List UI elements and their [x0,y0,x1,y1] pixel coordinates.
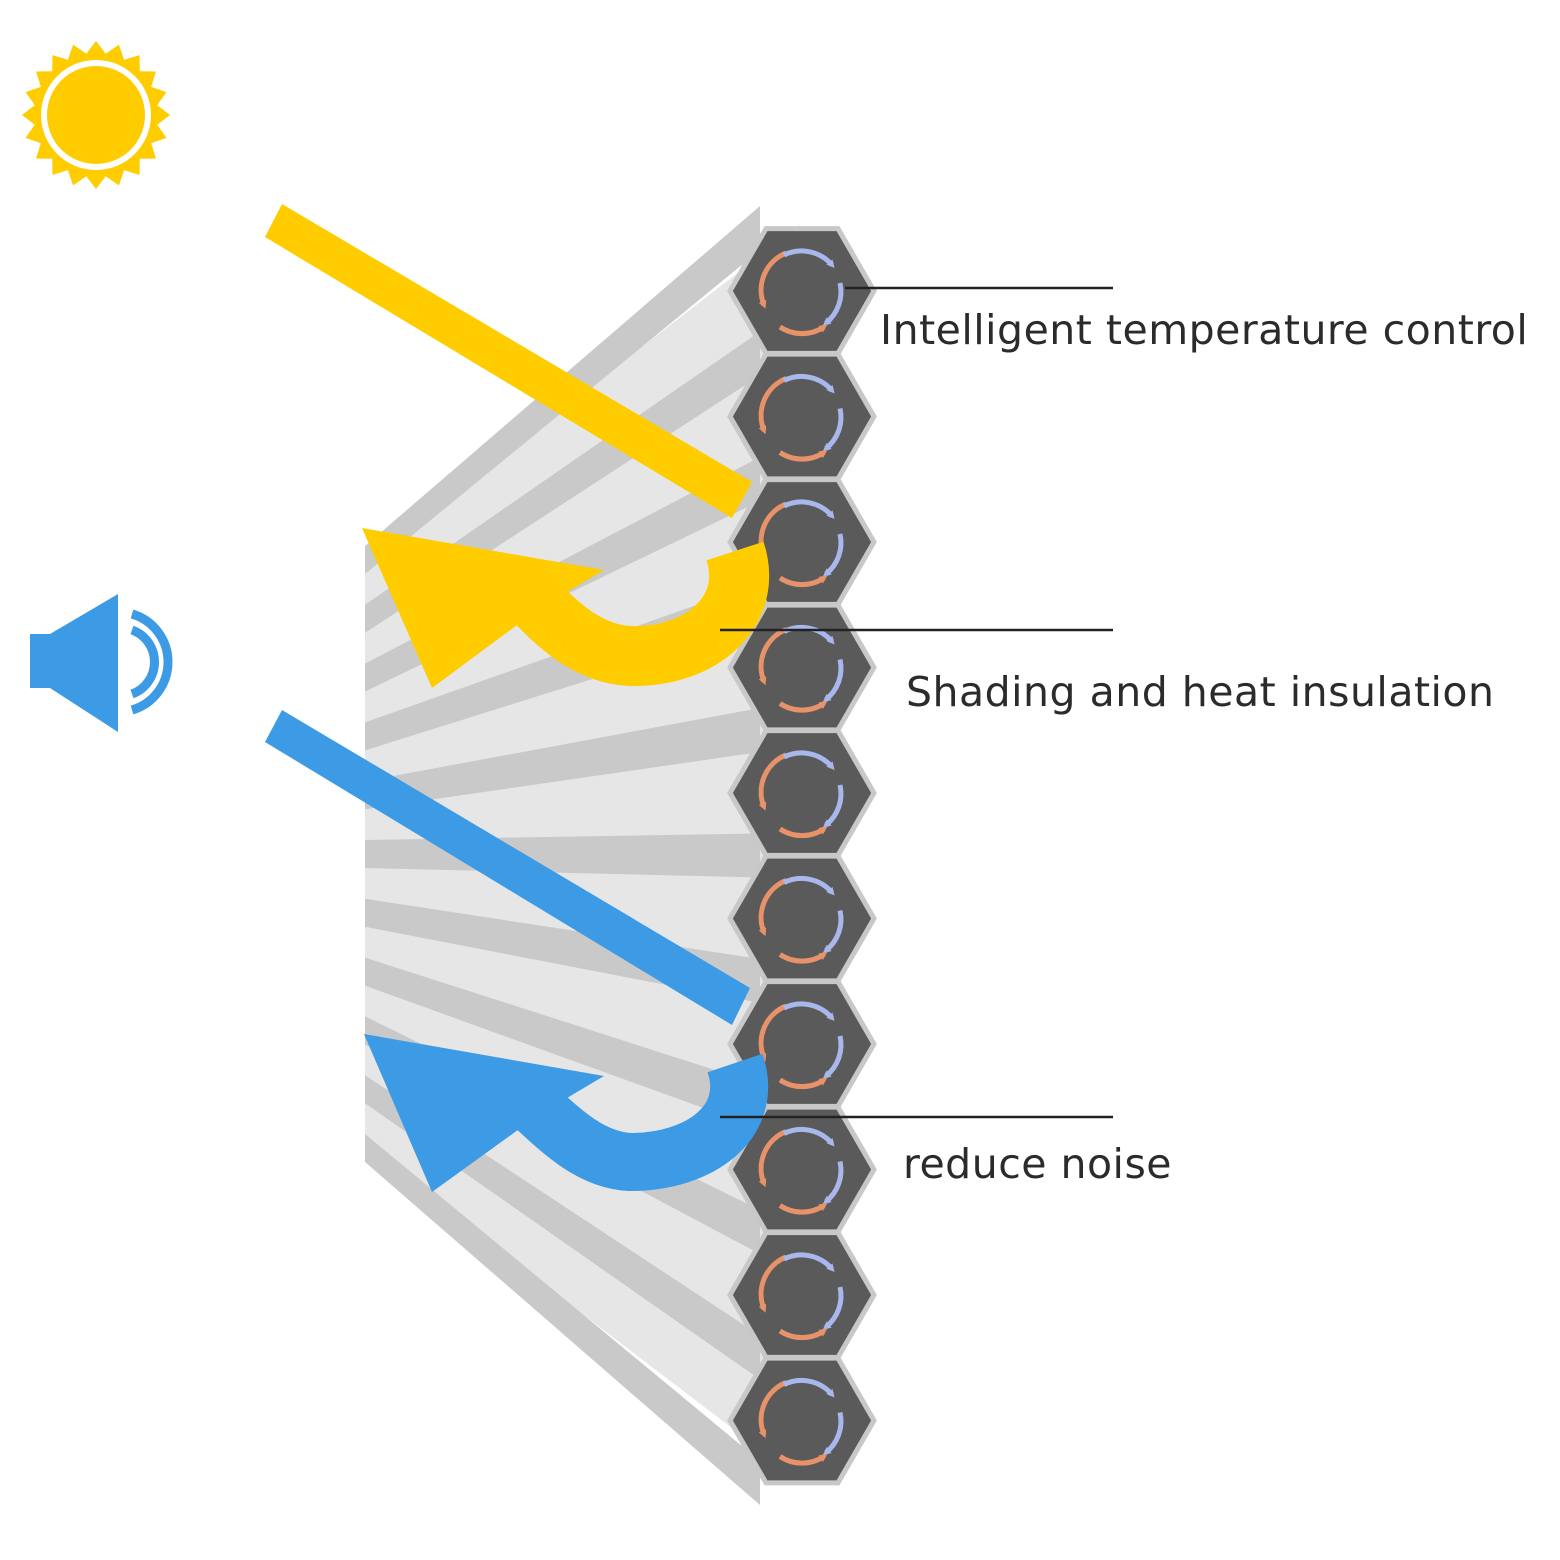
pleat-band [365,957,760,1129]
honeycomb-cell [727,602,877,733]
warm-air-arrow-icon [778,1454,828,1466]
cool-air-arrow-icon [782,875,835,896]
warm-air-arrow-icon [758,250,788,309]
cool-air-arrow-icon [782,750,835,771]
label-shading-heat-insulation: Shading and heat insulation [906,668,1495,716]
warm-air-arrow-icon [778,1077,828,1090]
warm-air-arrow-icon [778,575,828,588]
warm-air-arrow-icon [758,1129,788,1188]
honeycomb-cell [727,1104,877,1235]
cool-air-arrow-icon [782,373,835,394]
honeycomb-cell [727,351,877,482]
warm-air-arrow-icon [778,450,828,462]
label-intelligent-temperature-control: Intelligent temperature control [880,306,1529,354]
cool-air-arrow-icon [822,1160,844,1205]
honeycomb-cell [727,728,877,858]
warm-air-arrow-icon [778,952,828,964]
warm-air-arrow-icon [758,1380,788,1439]
cool-air-arrow-icon [822,784,844,828]
warm-air-arrow-icon [778,1203,828,1215]
cool-air-arrow-icon [822,658,844,703]
honeycomb-cell [727,226,877,356]
cool-air-arrow-icon [782,1252,835,1273]
cool-air-arrow-icon [782,1377,835,1398]
warm-air-arrow-icon [778,1328,828,1341]
speaker-icon [30,594,173,732]
warm-air-arrow-icon [758,1003,788,1062]
pleat-band [365,708,760,810]
sun-core [47,66,145,164]
cool-air-arrow-icon [822,909,844,954]
label-reduce-noise: reduce noise [903,1140,1173,1188]
cell-hexagon [727,1355,877,1486]
cool-air-arrow-icon [822,407,844,452]
cool-air-arrow-icon [782,1126,835,1147]
warm-air-arrow-icon [778,701,828,713]
sound-wave-arrow [265,710,769,1192]
cool-air-arrow-icon [782,499,835,520]
cool-air-arrow-icon [822,1411,844,1456]
cool-air-arrow-icon [822,533,844,577]
cool-air-arrow-icon [822,1286,844,1330]
cool-air-arrow-icon [822,282,844,326]
pleat-band [365,1134,760,1505]
warm-air-arrow-icon [778,324,828,337]
sun-icon [22,41,170,189]
honeycomb-cell-column [727,226,877,1486]
warm-air-arrow-icon [758,376,788,435]
sunlight-ray-arrow [265,204,770,688]
warm-air-arrow-icon [758,878,788,937]
warm-air-arrow-icon [758,1254,788,1313]
warm-air-arrow-icon [758,752,788,811]
cool-air-arrow-icon [782,248,835,269]
honeycomb-cell [727,1355,877,1486]
warm-air-arrow-icon [778,826,828,839]
cool-air-arrow-icon [782,1001,835,1022]
cool-air-arrow-icon [822,1035,844,1079]
warm-air-arrow-icon [758,627,788,686]
